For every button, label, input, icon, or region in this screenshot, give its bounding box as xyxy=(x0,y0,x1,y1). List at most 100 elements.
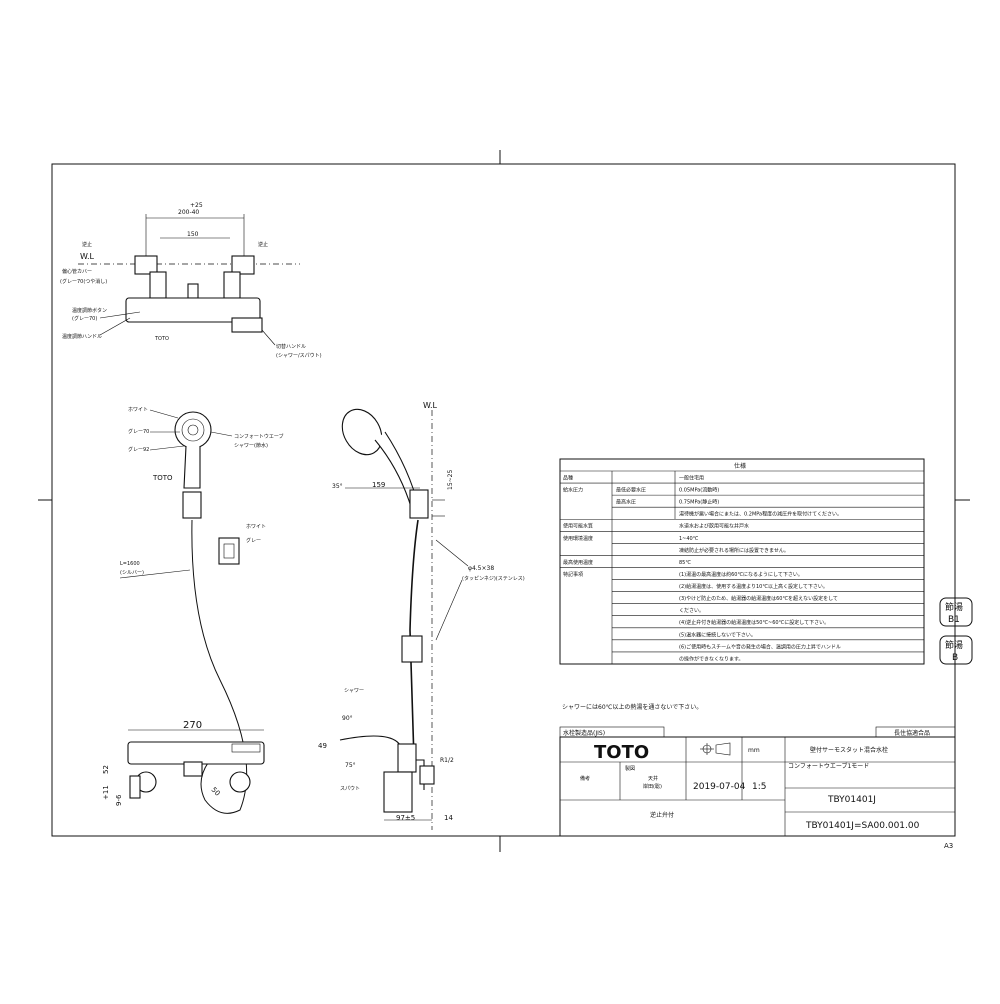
dim-phi: φ4.5×38 xyxy=(468,565,494,572)
label-temp-handle: 温度調節ハンドル xyxy=(62,333,102,340)
spec-cell-col2: 最低必要水圧 xyxy=(616,487,646,494)
spec-cell-col3: 85℃ xyxy=(679,560,691,566)
col-ceiling: 天井 xyxy=(648,775,658,782)
label-switch-handle-mode: (シャワー/スパウト) xyxy=(276,352,322,359)
angle-75: 75° xyxy=(345,762,356,769)
holder-detail xyxy=(218,537,240,565)
jis-label: 水栓製造品(JIS) xyxy=(563,729,605,737)
top-view: +25 200-40 150 W.L TOTO 逆止 偏心管カバー (グレー70… xyxy=(60,202,322,359)
spec-cell-col3: 0.05MPa(流動時) xyxy=(679,487,719,494)
bar-holder xyxy=(401,635,423,663)
spec-cell-col3: 1~40℃ xyxy=(679,536,699,542)
label-side-shower: シャワー xyxy=(344,688,364,694)
dim-15-25: 15~25 xyxy=(447,470,454,490)
front-view: 270 52 +11 9-6 50 xyxy=(102,720,265,806)
brand-mark-shower: TOTO xyxy=(152,474,173,482)
units: mm xyxy=(748,747,760,754)
drawing-scale: 1:5 xyxy=(752,782,766,792)
spec-cell-col1: 給水圧力 xyxy=(563,487,583,494)
spec-cell-col3: (4)逆止弁付き給湯器の給湯温度は50℃~60℃に設定して下さい。 xyxy=(679,619,829,626)
dim-14: 14 xyxy=(444,814,453,822)
spec-cell-col3: (5)温水器に接続しないで下さい。 xyxy=(679,631,756,638)
side-shower-head xyxy=(341,408,383,456)
title-block: 水栓製造品(JIS) 長住協適合品 TOTO mm 壁付サーモスタット混合水栓 … xyxy=(559,726,956,837)
dim-49: 49 xyxy=(318,742,327,750)
sb-label: 長住協適合品 xyxy=(894,729,930,737)
dim-plus: +25 xyxy=(190,202,203,209)
spec-cell-col3: 湯待機が悪い場合にまたは、0.2MPa程度の減圧弁を取付けてください。 xyxy=(679,511,842,518)
spec-cell-col1: 品種 xyxy=(563,475,573,482)
spec-cell-col1: 使用環境温度 xyxy=(563,535,593,542)
spec-cell-col1: 使用可能水質 xyxy=(563,523,593,530)
drawing-number: TBY01401J=SA00.001.00 xyxy=(805,821,920,831)
dim-270: 270 xyxy=(183,720,202,731)
dim-9: 9-6 xyxy=(115,794,123,806)
hose-color: (シルバー) xyxy=(120,570,144,576)
label-check-left: 逆止 xyxy=(82,241,92,248)
stamp-2: 節湯 B xyxy=(939,635,973,665)
dim-50: 50 xyxy=(210,786,222,798)
slide-bar xyxy=(409,519,419,761)
label-white: ホワイト xyxy=(128,407,148,413)
label-temp-button: 温度調節ボタン xyxy=(72,307,107,314)
spec-cell-col3: 0.75MPa(静止時) xyxy=(679,499,719,506)
spec-cell-col3: 凍結防止が必要される場所には設置できません。 xyxy=(679,547,789,554)
spec-cell-col3: 水道水および飲用可能な井戸水 xyxy=(679,523,749,530)
label-cover-color: (グレー70(つや消し) xyxy=(60,278,107,285)
stamp-1-bottom: B1 xyxy=(948,615,960,625)
label-check-right: 逆止 xyxy=(258,241,268,248)
angle-35: 35° xyxy=(332,483,343,490)
label-gray70: グレー70 xyxy=(128,428,149,435)
dim-159: 159 xyxy=(372,481,385,489)
spec-cell-col3: 一般住宅用 xyxy=(679,475,704,482)
product-sub: コンフォートウエーブ1モード xyxy=(788,762,869,770)
label-comfort-wave: コンフォートウエーブ xyxy=(234,433,284,440)
dim-97: 97±5 xyxy=(396,814,415,822)
stamp-1-top: 節湯 xyxy=(945,601,963,613)
spec-table-frame xyxy=(559,458,925,665)
hose-fitting xyxy=(182,491,202,519)
label-comfort-water: シャワー(節水) xyxy=(234,442,268,449)
mixer-body xyxy=(125,297,261,323)
spec-table-title: 仕様 xyxy=(734,462,746,470)
spec-cell-col2: 最高水圧 xyxy=(616,499,636,506)
spec-cell-col3: (2)給湯温度は、使用する温度より10℃以上高く設定して下さい。 xyxy=(679,583,828,590)
spec-cell-col3: ください。 xyxy=(679,607,704,614)
projection-symbol xyxy=(700,742,731,756)
shower-head-face xyxy=(174,411,212,449)
label-holder-gray: グレー xyxy=(246,537,261,544)
dim-52: 52 xyxy=(102,765,110,774)
model-number: TBY01401J xyxy=(827,795,876,805)
spec-cell-col3: (1)湯温の最高温度は約60℃になるようにして下さい。 xyxy=(679,571,803,578)
drawing-date: 2019-07-04 xyxy=(693,782,746,792)
hose-length: L=1600 xyxy=(120,561,140,567)
front-right-valve xyxy=(229,771,251,793)
shower-note: シャワーには60℃以上の熱湯を通さないで下さい。 xyxy=(562,703,702,711)
dim-phi-note: (タッピンネジ)(ステンレス) xyxy=(462,575,525,582)
spec-cell-col1: 最高使用温度 xyxy=(563,559,593,566)
label-temp-button-color: (グレー70) xyxy=(72,315,97,322)
angle-90: 90° xyxy=(342,715,353,722)
dim-r12: R1/2 xyxy=(440,757,454,764)
front-mixer-body xyxy=(127,741,265,765)
brand-mark-top: TOTO xyxy=(154,336,169,342)
stamp-2-top: 節湯 xyxy=(945,639,963,651)
spec-cell-col3: (3)やけど防止のため、給湯器の給湯温度は60℃を超えない設定をして xyxy=(679,595,838,602)
label-gray92: グレー92 xyxy=(128,446,149,453)
spec-cell-col3: (6)ご使用時もスチームや音の発生の場合、温調用の圧力上昇でハンドル xyxy=(679,643,841,650)
shower-head-view: ホワイト グレー70 グレー92 コンフォートウエーブ シャワー(節水) TOT… xyxy=(119,407,284,814)
col-remarks: 備考 xyxy=(580,775,590,782)
label-switch-handle: 切替ハンドル xyxy=(276,343,306,350)
title-block-frame xyxy=(559,736,956,837)
side-view: W.L 35° 159 15~25 φ4.5×38 (タッピンネジ)(ステンレス… xyxy=(318,401,525,830)
label-holder-white: ホワイト xyxy=(246,524,266,530)
remark: 逆止弁付 xyxy=(650,811,674,819)
stamp-2-bottom: B xyxy=(952,653,958,663)
col-drafter: 岸田(聡) xyxy=(643,783,662,790)
product-name: 壁付サーモスタット混合水栓 xyxy=(810,746,888,754)
shower-handle xyxy=(183,445,201,489)
side-wl-label: W.L xyxy=(423,401,438,410)
dim-range: 200-40 xyxy=(178,209,199,216)
